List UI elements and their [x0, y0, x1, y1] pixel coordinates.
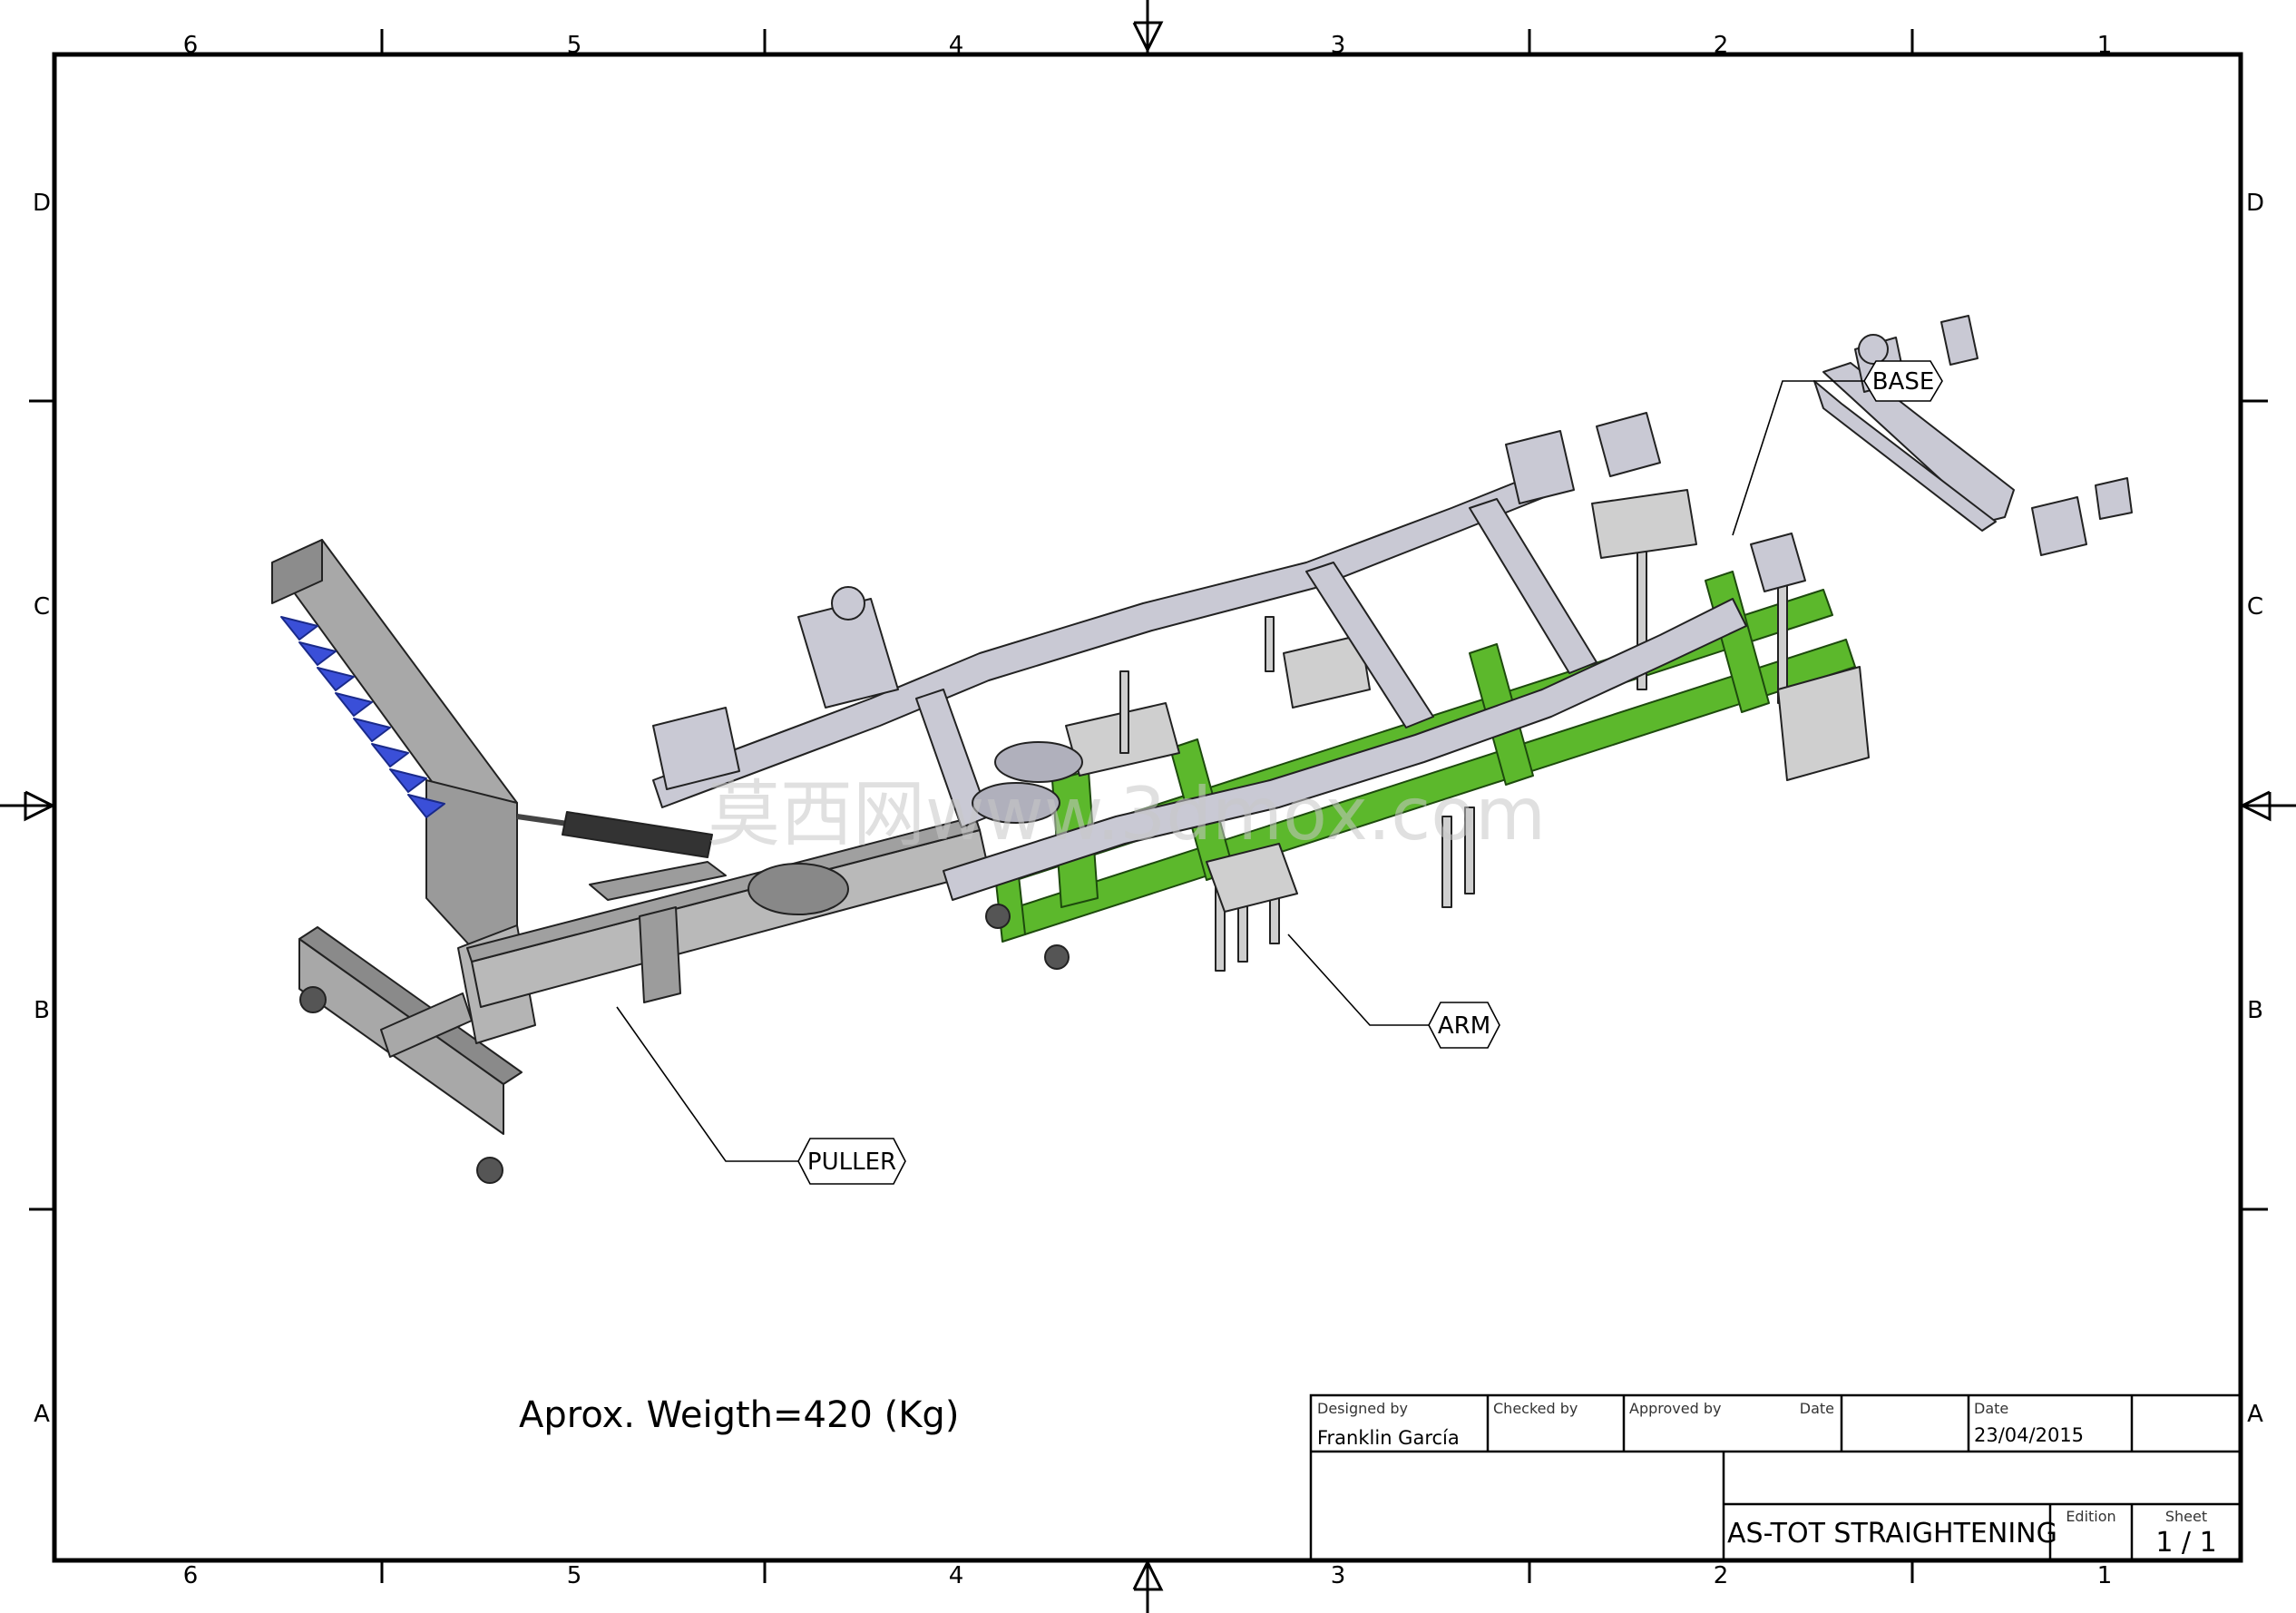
col-label-bottom-3: 3 — [1331, 1562, 1346, 1589]
hydraulic-cylinder — [562, 811, 713, 858]
drawing-title: AS-TOT STRAIGHTENING — [1727, 1518, 2057, 1549]
puller-beam — [471, 829, 990, 1008]
sheet-label: Sheet — [2165, 1508, 2207, 1525]
designed-by-value: Franklin García — [1317, 1427, 1460, 1449]
row-label-right-c: C — [2247, 593, 2263, 621]
callout-leader-arm — [1287, 934, 1429, 1026]
col-label-bottom-4: 4 — [949, 1562, 964, 1589]
designed-by-label: Designed by — [1317, 1400, 1408, 1417]
support-arms — [1065, 489, 1870, 972]
col-label-top-1: 1 — [2097, 32, 2113, 59]
caster-wheel-icon — [299, 986, 327, 1013]
date-label-2: Date — [1974, 1400, 2008, 1417]
puller-teeth — [280, 616, 445, 818]
callout-label-puller: PULLER — [807, 1149, 896, 1176]
vehicle-chassis — [652, 430, 1747, 901]
row-label-right-a: A — [2247, 1401, 2263, 1428]
col-label-bottom-6: 6 — [183, 1562, 199, 1589]
col-label-bottom-2: 2 — [1714, 1562, 1729, 1589]
col-label-top-5: 5 — [567, 32, 582, 59]
approved-by-label: Approved by — [1629, 1400, 1721, 1417]
col-label-top-6: 6 — [183, 32, 199, 59]
callout-label-base: BASE — [1872, 368, 1935, 396]
watermark: 莫西网www.3dmox.com — [708, 772, 1546, 856]
date-value: 23/04/2015 — [1974, 1424, 2084, 1446]
base-parts — [1596, 315, 2133, 592]
caster-wheel-icon — [476, 1157, 503, 1184]
chassis-rail-front — [943, 598, 1747, 901]
callout-tag-base — [1863, 360, 1943, 402]
callouts — [616, 360, 1943, 1185]
callout-leader-base — [1732, 380, 1864, 536]
col-label-bottom-5: 5 — [567, 1562, 582, 1589]
callout-tag-arm — [1428, 1002, 1500, 1049]
callout-leader-puller — [616, 1006, 798, 1162]
caster-wheel-icon — [985, 904, 1011, 929]
cross-member — [1469, 498, 1597, 674]
edition-label: Edition — [2066, 1508, 2115, 1525]
col-label-top-3: 3 — [1331, 32, 1346, 59]
title-block — [1309, 1393, 2242, 1562]
date-label-1: Date — [1800, 1400, 1834, 1417]
row-label-right-b: B — [2247, 997, 2263, 1024]
sheet-number: 1 / 1 — [2155, 1527, 2216, 1559]
puller-assembly — [271, 539, 990, 1184]
zone-labels: 6 5 4 3 2 1 6 5 4 3 2 1 D C B A D C B A — [33, 32, 2264, 1589]
row-label-right-d: D — [2246, 190, 2264, 217]
col-label-bottom-1: 1 — [2097, 1562, 2113, 1589]
row-label-left-c: C — [34, 593, 50, 621]
col-label-top-2: 2 — [1714, 32, 1729, 59]
cross-member — [1305, 562, 1434, 728]
row-label-left-b: B — [34, 997, 50, 1024]
weight-note: Aprox. Weigth=420 (Kg) — [519, 1394, 959, 1436]
caster-wheel-icon — [1044, 944, 1070, 970]
callout-tag-puller — [797, 1138, 906, 1185]
row-label-left-a: A — [34, 1401, 50, 1428]
assembly-drawing — [271, 315, 2133, 1184]
row-label-left-d: D — [33, 190, 51, 217]
checked-by-label: Checked by — [1493, 1400, 1578, 1417]
col-label-top-4: 4 — [949, 32, 964, 59]
callout-label-arm: ARM — [1438, 1012, 1490, 1040]
